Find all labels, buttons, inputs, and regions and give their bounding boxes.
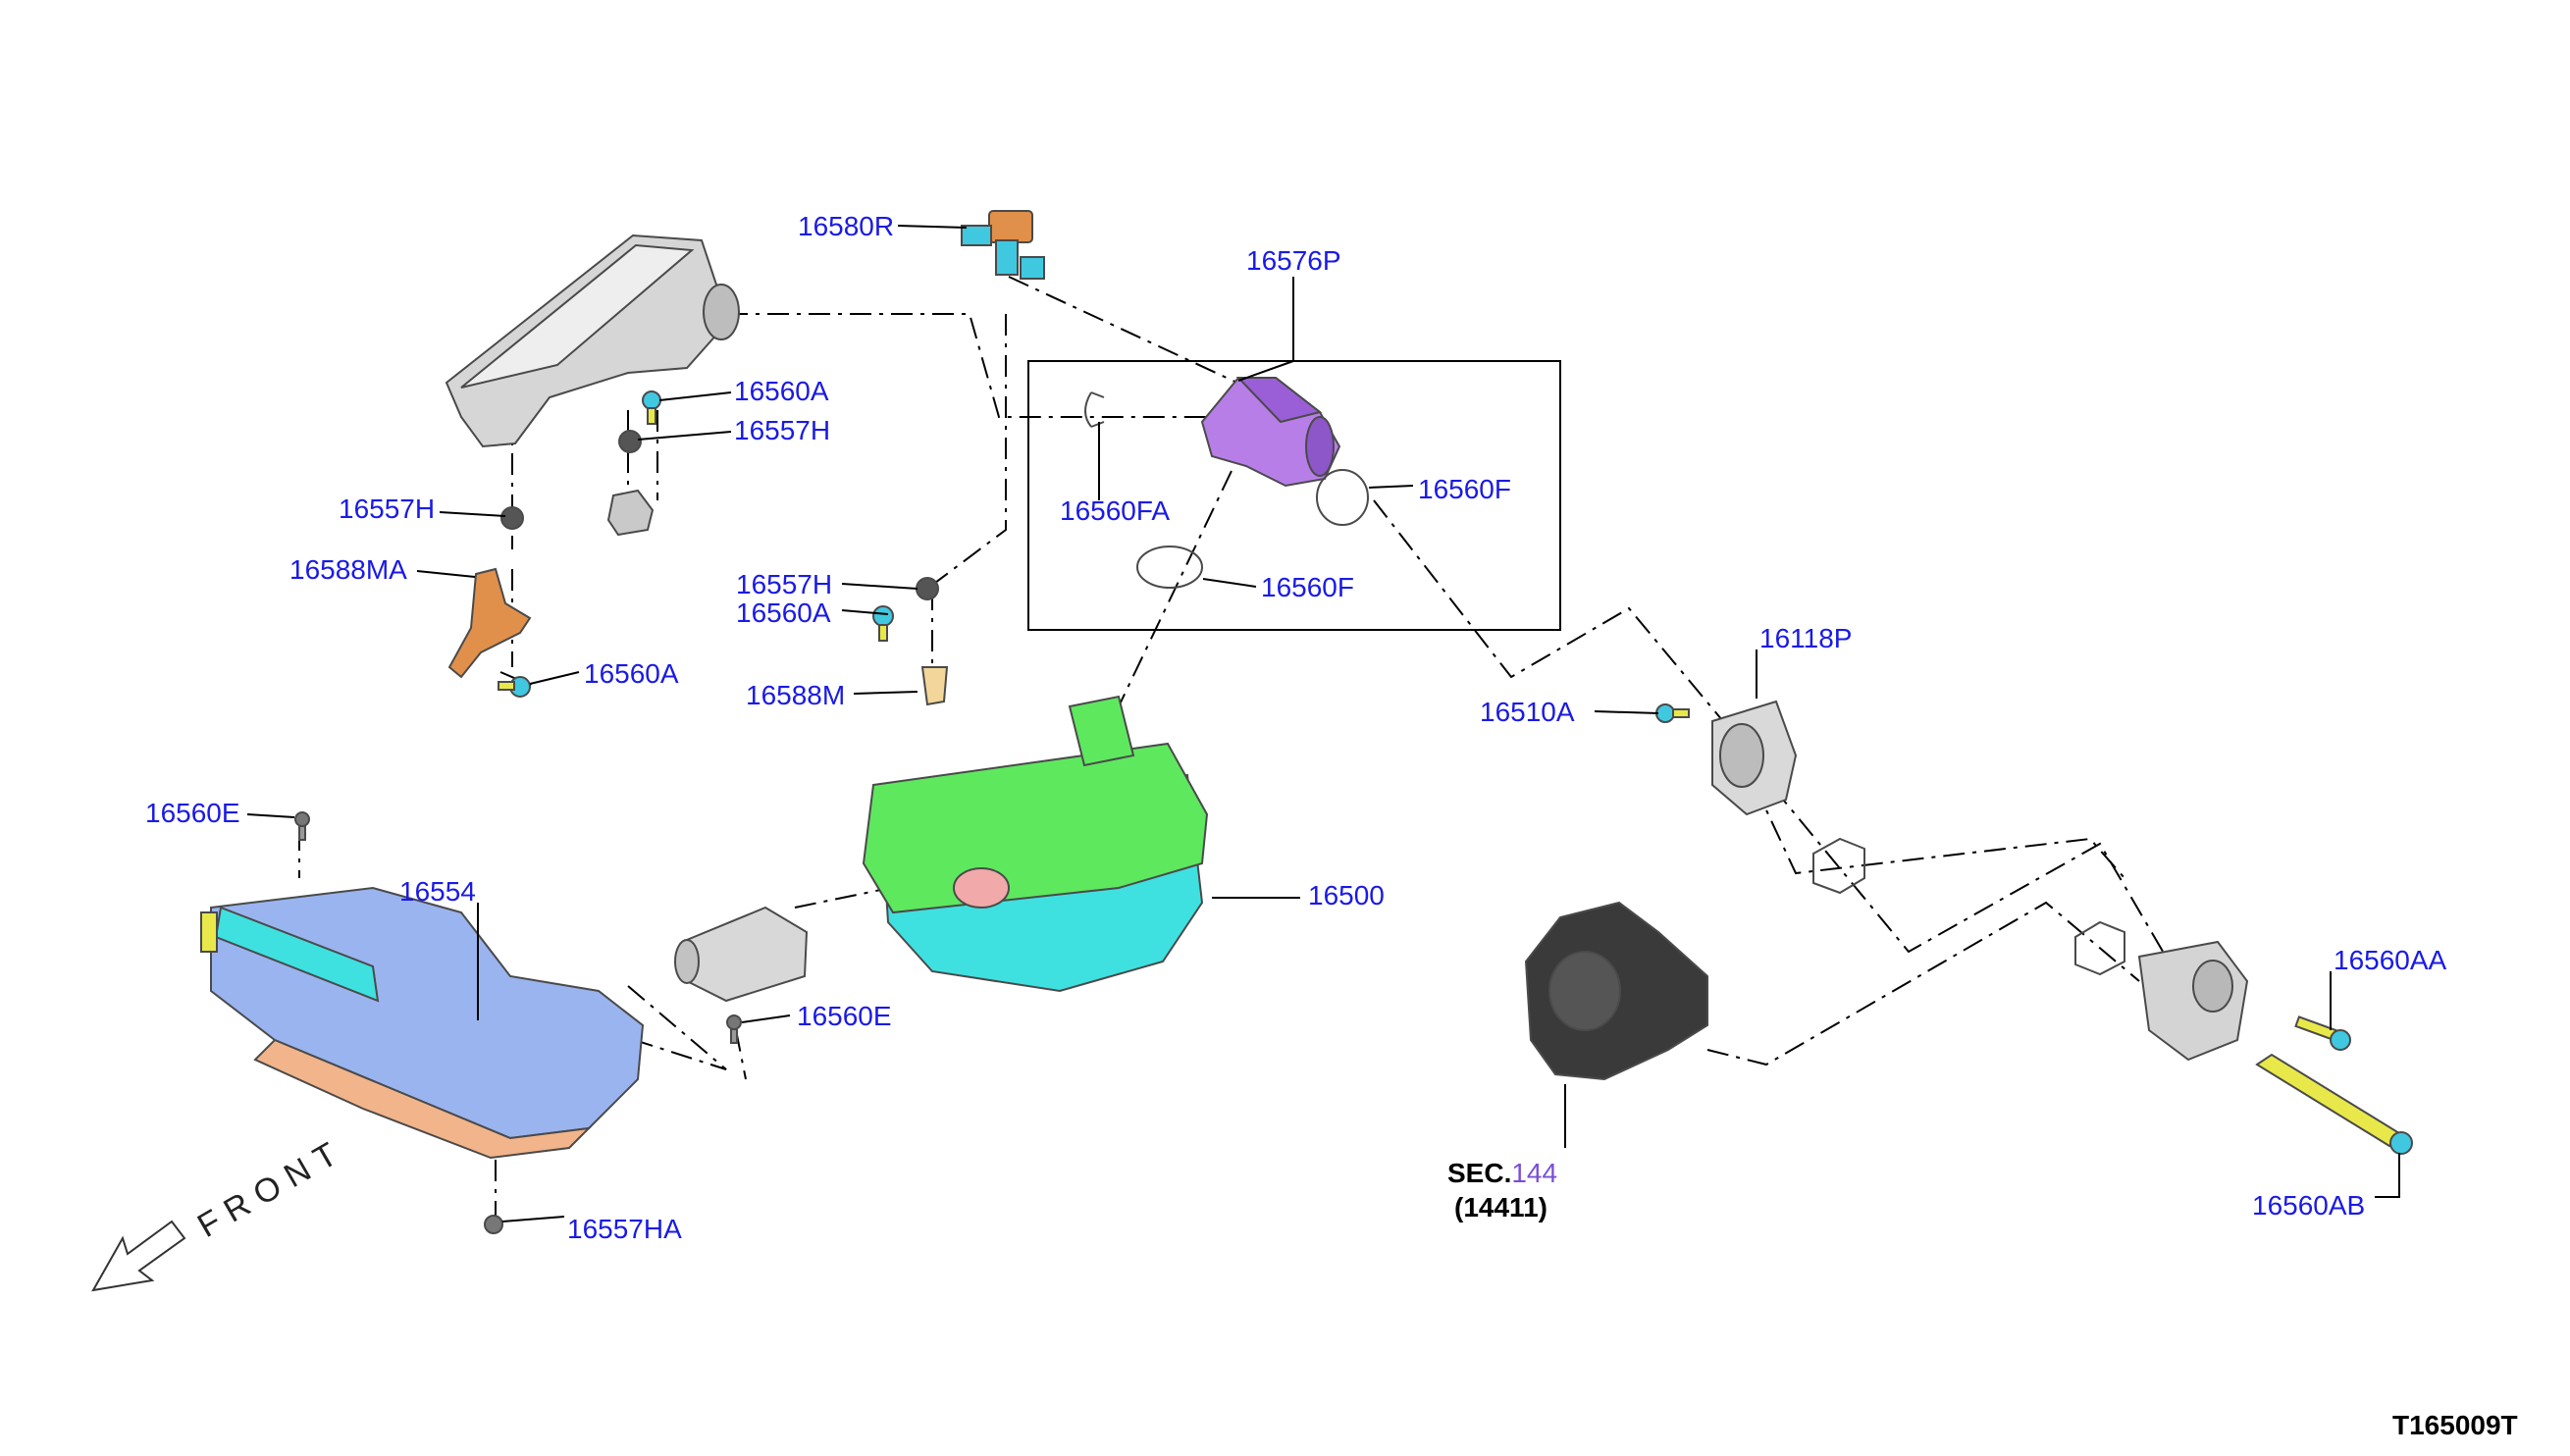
label-16557h-2: 16557H (339, 494, 435, 524)
filter-element (674, 906, 809, 1003)
label-16560a-3: 16560A (736, 598, 831, 628)
bolt-16560a-mid (872, 605, 894, 642)
turbocharger (1524, 901, 1708, 1081)
label-16580r: 16580R (798, 211, 894, 241)
grommet-16557ha (484, 1215, 503, 1234)
label-16588m: 16588M (746, 680, 845, 710)
label-16118p: 16118P (1759, 623, 1852, 653)
grommet-16557h-left (500, 506, 524, 530)
front-label: FRONT (191, 1130, 352, 1244)
label-16560e-1: 16560E (145, 798, 240, 828)
gasket-lower (2074, 920, 2125, 976)
grommet-16557h-upper (618, 430, 642, 453)
clamp-16560fa (1084, 391, 1105, 428)
bolt-16560ab (2255, 1053, 2413, 1155)
label-16554: 16554 (399, 876, 476, 907)
sensor-16580r (961, 210, 1045, 280)
sec-reference-line: SEC.144 (1447, 1158, 1557, 1188)
resonator-16576p (1200, 377, 1341, 488)
screw-16560e-lower (726, 1014, 742, 1044)
lower-duct-16554 (200, 886, 645, 1160)
front-indicator: FRONT (91, 1130, 352, 1292)
label-16560ab: 16560AB (2252, 1190, 2365, 1221)
label-16560a-2: 16560A (584, 658, 679, 689)
label-16557h-3: 16557H (736, 569, 832, 599)
label-16588ma: 16588MA (289, 554, 407, 585)
label-16560f-2: 16560F (1261, 572, 1354, 602)
grommet-16557h-mid (916, 577, 939, 600)
label-16576p: 16576P (1246, 245, 1341, 276)
front-arrow-icon (91, 1220, 186, 1292)
throttle-chamber-right (2137, 940, 2249, 1062)
label-16557ha: 16557HA (567, 1214, 682, 1244)
bracket-16588ma (447, 567, 532, 679)
gasket-upper (1812, 837, 1865, 895)
air-cleaner-16500 (862, 695, 1209, 993)
label-16560f-1: 16560F (1418, 474, 1511, 504)
bolt-16510a (1655, 703, 1690, 723)
upper-air-duct (445, 234, 740, 448)
label-16500: 16500 (1308, 880, 1385, 910)
label-16560fa: 16560FA (1060, 495, 1170, 526)
sec-prefix: SEC. (1447, 1158, 1511, 1188)
clamp-16560f-upper (1316, 469, 1369, 526)
clamp-16560f-lower (1136, 546, 1203, 589)
label-16560a-1: 16560A (734, 376, 829, 406)
sec-reference: SEC.144 (14411) (1447, 1158, 1557, 1222)
label-16560aa: 16560AA (2334, 945, 2447, 975)
label-16510a: 16510A (1480, 697, 1575, 727)
label-16560e-2: 16560E (797, 1001, 892, 1031)
bolt-16560aa (2294, 1015, 2351, 1051)
leader-lines (246, 225, 2400, 1222)
label-16557h-1: 16557H (734, 415, 830, 445)
sec-sub: (14411) (1454, 1192, 1547, 1222)
throttle-16118p (1711, 700, 1798, 816)
diagram-id: T165009T (2392, 1410, 2518, 1440)
part-labels: 16580R 16576P 16560A 16557H 16557H 16588… (145, 211, 2447, 1244)
holder-16588m (920, 666, 949, 706)
screw-16560e-upper (294, 811, 310, 841)
duct-small-bracket (606, 489, 655, 537)
bolt-16560a-left (498, 676, 531, 698)
sec-number: 144 (1511, 1158, 1557, 1188)
